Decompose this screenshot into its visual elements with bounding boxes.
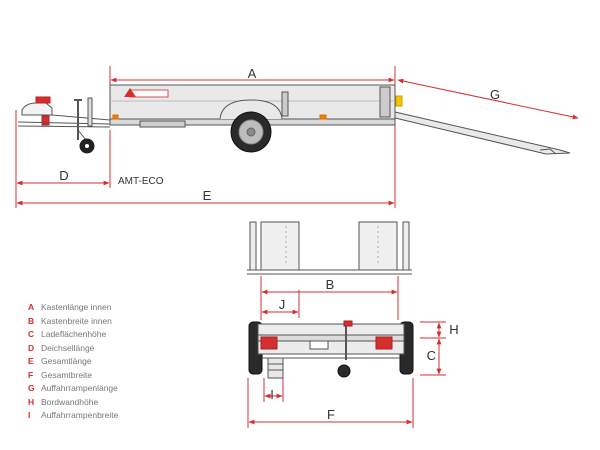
- dimension-label-d: D: [59, 168, 68, 183]
- dimension-label-i: I: [270, 387, 274, 402]
- legend-item: F Gesamtbreite: [28, 369, 118, 383]
- dimension-label-c: C: [427, 348, 436, 363]
- legend-label: Kastenbreite innen: [41, 315, 112, 326]
- legend-item: E Gesamtlänge: [28, 355, 118, 369]
- top-dimensions: [260, 276, 399, 320]
- side-view: [17, 84, 571, 155]
- legend-key: G: [28, 383, 35, 393]
- dimension-label-a: A: [248, 66, 257, 81]
- legend-item: H Bordwandhöhe: [28, 396, 118, 410]
- legend-key: I: [28, 410, 31, 420]
- dimension-label-j: J: [279, 297, 286, 312]
- rear-jockey-wheel: [337, 364, 351, 378]
- dimension-label-e: E: [203, 188, 212, 203]
- ramp-left: [260, 221, 300, 271]
- legend-item: G Auffahrrampenlänge: [28, 382, 118, 396]
- legend-key: B: [28, 315, 35, 326]
- dimension-label-f: F: [327, 407, 335, 422]
- fender: [219, 99, 283, 120]
- legend-label: Gesamtlänge: [41, 356, 92, 366]
- legend-key: E: [28, 356, 34, 366]
- rear-dimensions: [247, 321, 446, 428]
- rear-view: [248, 320, 414, 379]
- legend-item: I Auffahrrampenbreite: [28, 409, 118, 423]
- side-dimensions: [15, 66, 579, 208]
- legend-label: Gesamtbreite: [41, 369, 93, 380]
- dimension-line-g: [397, 78, 579, 120]
- legend-item: C Ladeflächenhöhe: [28, 328, 118, 342]
- legend-key: C: [28, 329, 35, 339]
- dimension-label-b: B: [326, 277, 335, 292]
- legend-label: Kastenlänge innen: [41, 302, 112, 312]
- legend-key: H: [28, 396, 35, 407]
- dimension-legend: A Kastenlänge innen B Kastenbreite innen C…: [28, 301, 118, 423]
- loading-ramp: [394, 111, 571, 155]
- legend-item: A Kastenlänge innen: [28, 301, 118, 315]
- brand-logo: [129, 89, 169, 98]
- tail-light-right: [375, 336, 393, 350]
- legend-label: Auffahrrampenbreite: [41, 410, 119, 420]
- legend-label: Ladeflächenhöhe: [41, 329, 107, 339]
- legend-label: Deichsellänge: [41, 342, 95, 353]
- legend-label: Bordwandhöhe: [41, 396, 99, 407]
- dimension-label-h: H: [449, 322, 458, 337]
- model-label: AMT-ECO: [118, 176, 164, 187]
- legend-key: D: [28, 342, 35, 353]
- dimension-label-g: G: [490, 87, 500, 102]
- legend-item: B Kastenbreite innen: [28, 315, 118, 329]
- red-coupling-marker: [41, 115, 50, 126]
- top-view: [247, 221, 412, 275]
- legend-key: F: [28, 369, 34, 380]
- legend-item: D Deichsellänge: [28, 342, 118, 356]
- legend-label: Auffahrrampenlänge: [41, 383, 118, 393]
- tail-light-left: [260, 336, 278, 350]
- legend-key: A: [28, 302, 35, 312]
- coupling-handle: [35, 96, 51, 104]
- ramp-end: [267, 357, 284, 379]
- coupling-head: [21, 102, 53, 116]
